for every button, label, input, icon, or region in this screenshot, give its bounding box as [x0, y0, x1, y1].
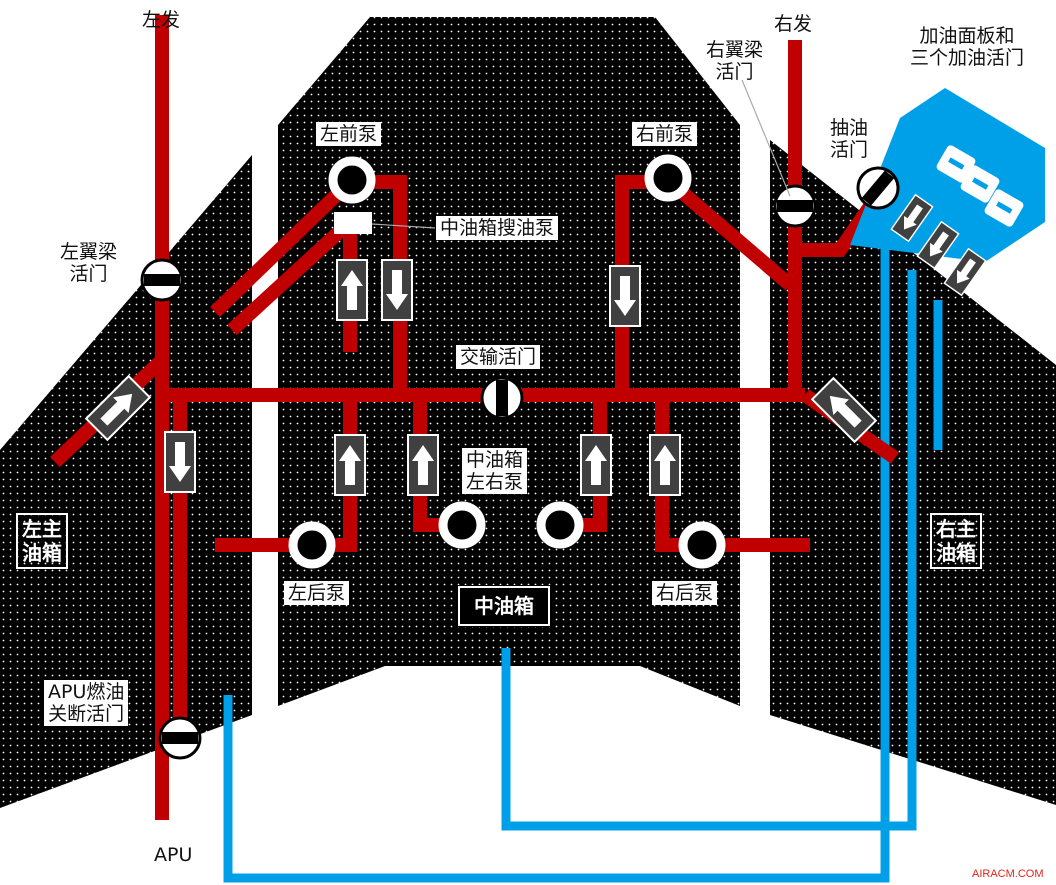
center-right-pump: [541, 506, 579, 544]
crossfeed-valve-label: 交输活门: [456, 345, 541, 369]
flow-arrow: [580, 434, 612, 496]
left-aft-pump: [293, 526, 331, 564]
left-main-tank-label: 左主 油箱: [16, 513, 68, 569]
left-fwd-pump: [333, 161, 371, 199]
center-scavenge-pump-label: 中油箱搜油泵: [436, 216, 559, 240]
crossfeed-valve: [480, 376, 524, 420]
refuel-lines: [223, 240, 943, 883]
right-fwd-pump-label: 右前泵: [632, 122, 698, 146]
right-main-tank-label: 右主 油箱: [930, 513, 982, 569]
flow-arrow: [609, 265, 641, 327]
flow-arrow: [336, 259, 368, 321]
right-aft-pump-label: 右后泵: [652, 581, 718, 605]
apu-label: APU: [154, 844, 193, 866]
defuel-valve-label: 抽油 活门: [830, 117, 869, 161]
flow-arrow: [407, 434, 439, 496]
left-main-tank: [0, 155, 252, 808]
right-aft-pump: [683, 526, 721, 564]
right-wing-spar-valve: [773, 184, 817, 228]
apu-shutoff-valve-label: APU燃油 关断活门: [44, 680, 129, 726]
flow-arrow: [334, 434, 366, 496]
center-scavenge-pump: [334, 212, 372, 234]
left-engine-label: 左发: [142, 9, 181, 31]
watermark: AIRACM.COM: [972, 868, 1044, 880]
right-fwd-pump: [649, 159, 687, 197]
left-aft-pump-label: 左后泵: [284, 581, 350, 605]
flow-arrow: [164, 431, 196, 493]
flow-arrow: [649, 434, 681, 496]
right-wing-spar-valve-label: 右翼梁 活门: [706, 39, 764, 83]
scavenge-leader-line: [371, 223, 436, 229]
right-engine-label: 右发: [774, 13, 813, 35]
refuel-panel-label: 加油面板和 三个加油活门: [910, 25, 1025, 69]
right-spar-leader-line: [741, 79, 791, 197]
center-left-pump: [443, 506, 481, 544]
left-wing-spar-valve: [140, 258, 184, 302]
left-fwd-pump-label: 左前泵: [316, 122, 382, 146]
center-tank-label: 中油箱: [457, 585, 551, 627]
flow-arrow: [381, 259, 413, 321]
left-wing-spar-valve-label: 左翼梁 活门: [60, 241, 118, 285]
center-lr-pumps-label: 中油箱 左右泵: [462, 448, 528, 494]
apu-shutoff-valve: [158, 716, 202, 760]
